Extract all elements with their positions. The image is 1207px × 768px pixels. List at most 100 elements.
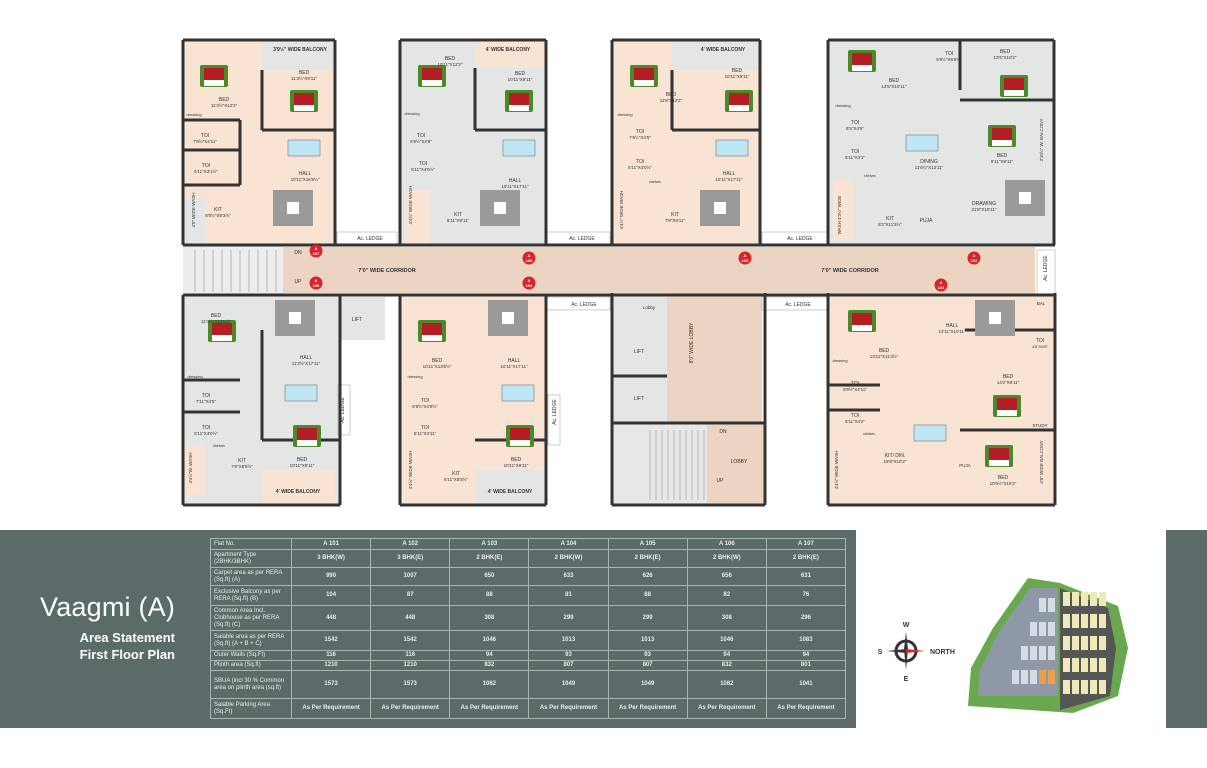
room-label: BED [219,97,230,103]
flat-column-header: A 106 [686,538,767,550]
table-cell: 1083 [765,630,847,651]
table-cell: 990 [290,567,372,586]
room-label: 4'6"X6'6" [1032,344,1049,349]
bed-icon [848,50,876,72]
plan-area [262,40,335,70]
room-label: WASH 4'3½" WIDE [836,196,842,235]
room-label: TOI [202,393,210,399]
room-label: 6'9½"X4'9½" [412,403,438,409]
svg-text:A: A [315,278,318,283]
table-cell: 2 BHK(E) [449,549,530,568]
room-label: 11'3½"X9'11" [291,75,317,81]
room-label: DN [294,250,302,256]
room-label: 10'11"X9'11" [290,463,315,468]
room-label: dressing [407,374,422,379]
table-cell: 650 [449,567,530,586]
table-cell: As Per Requirement [528,698,609,719]
site-building [1090,680,1097,694]
room-label: TOI [636,129,644,135]
site-building [1090,636,1097,650]
room-label: BED [299,70,310,76]
room-label: 5'11"X3'11" [414,431,437,436]
room-label: 4'4½" WIDE WASH [407,186,413,225]
table-cell: 633 [528,567,609,586]
room-label: 8'9½"X4'11" [843,386,867,392]
site-building [1072,658,1079,672]
room-label: 5'8½"X6'9½" [936,56,962,62]
row-label: Exclusive Balcony as per RERA (Sq.ft) (B… [210,585,292,606]
room-label: KIT [671,212,679,218]
room-label: 10'11"X9'11" [725,74,750,79]
room-label: shelves [864,174,876,178]
row-label: Carpet area as per RERA (Sq.ft) (A) [210,567,292,586]
site-building [1063,636,1070,650]
room-label: dressing [404,111,419,116]
site-building [1081,592,1088,606]
header-label: Flat No. [210,538,292,550]
ac-ledge [547,394,561,446]
sofa-icon [273,190,313,226]
room-label: 4'4½" WIDE WASH [833,451,839,490]
room-label: 5'11"X3'1" [845,155,865,160]
table-cell: 1013 [528,630,609,651]
table-cell: 104 [290,585,372,606]
room-label: 5'11"X4'0½" [411,166,435,172]
plan-area [183,445,205,495]
site-building [1039,670,1046,684]
room-label: 10'11"X9'11" [508,77,533,82]
room-label: Ac. LEDGE [357,236,383,242]
compass-rose: W S E NORTH [878,622,955,683]
room-label: BED [432,358,443,364]
table-cell: 308 [686,605,767,631]
table-cell: 1082 [449,670,530,699]
table-cell: 116 [290,650,372,661]
dining-table-icon [284,384,318,402]
room-label: HALL [509,178,522,184]
compass-icon [887,632,925,670]
flat-column-header: A 105 [607,538,688,550]
table-row: Exclusive Balcony as per RERA (Sq.ft) (B… [210,585,847,606]
room-label: dressing [835,103,850,108]
flat-column-header: A 107 [765,538,847,550]
site-building [1063,592,1070,606]
room-label: 7'6½"X4'5" [629,134,651,140]
room-label: 11'3½"X17'11" [292,360,321,366]
table-row: Common Area Incl. Clubhouse as per RERA … [210,605,847,631]
room-label: HALL [508,358,521,364]
room-label: 11'8"X12'2" [660,98,683,103]
plan-area [707,423,765,505]
table-row: Apartment Type (2BHK/3BHK)3 BHK(W)3 BHK(… [210,549,847,568]
plan-area [667,293,762,423]
table-cell: 308 [449,605,530,631]
svg-text:107: 107 [313,251,320,256]
room-label: 7'6½"X4'11" [193,138,217,144]
plan-area [262,470,335,505]
table-cell: As Per Requirement [449,698,530,719]
sofa-icon [1005,180,1045,216]
room-label: 8'5"X4'5" [846,126,864,131]
room-label: 4'4½" WIDE WASH [407,451,413,490]
plan-area [183,245,283,295]
site-building [1081,658,1088,672]
room-label: BED [1003,374,1014,380]
table-row: SBUA (incl 30 % Common area on plinth ar… [210,670,847,699]
bed-icon [418,320,446,342]
room-label: TOI [851,120,859,126]
table-cell: 1049 [528,670,609,699]
compass-north-label: NORTH [930,649,955,656]
bed-icon [505,90,533,112]
table-cell: As Per Requirement [370,698,451,719]
room-label: STUDY [1032,423,1047,428]
room-label: 5'11"X4'0½" [628,164,652,170]
row-label: Apartment Type (2BHK/3BHK) [210,549,292,568]
bed-icon [200,65,228,87]
